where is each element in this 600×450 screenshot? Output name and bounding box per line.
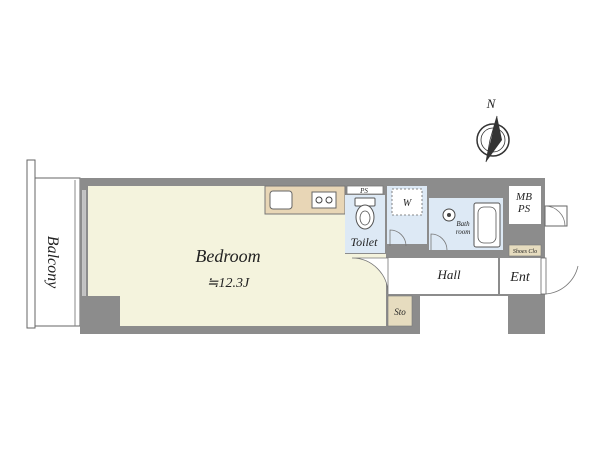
entrance-label: Ent	[509, 270, 531, 285]
storage-label: Sto	[394, 307, 406, 317]
mbps-door-swing	[544, 205, 566, 227]
bath-door-swing	[430, 233, 448, 251]
washer-label: W	[403, 198, 413, 209]
balcony-area	[26, 159, 81, 329]
storage-floor	[387, 295, 413, 327]
bedroom-floor	[88, 186, 386, 326]
washer-door-swing	[389, 229, 407, 247]
hall-label: Hall	[436, 267, 461, 282]
entrance-door-swing	[544, 258, 579, 295]
toilet-label: Toilet	[351, 235, 379, 249]
bathtub-icon	[473, 202, 501, 248]
sink-icon	[269, 190, 293, 210]
kitchen-counter	[264, 185, 346, 215]
bath-label-line2: room	[456, 228, 471, 236]
washer-box	[391, 188, 423, 216]
compass-icon	[476, 115, 510, 163]
entrance-door-panel	[540, 257, 547, 295]
mbps-outer-box	[544, 205, 568, 227]
stove-icon	[311, 191, 337, 209]
mbps-label-line1: MB	[515, 191, 532, 203]
shoes-closet	[508, 244, 542, 257]
ps-small-label: PS	[359, 187, 368, 195]
shoes-label: Shoes Clo	[513, 249, 537, 255]
toilet-icon	[354, 197, 376, 230]
basin-icon	[442, 208, 456, 222]
bedroom-label: Bedroom	[195, 246, 260, 266]
bath-label-line1: Bath	[456, 220, 470, 228]
entrance-floor	[500, 258, 541, 294]
hall-door-swing	[351, 257, 389, 295]
north-label: N	[486, 96, 497, 111]
ps-small-box	[346, 185, 384, 195]
bedroom-area-label: ≒12.3J	[207, 276, 250, 291]
balcony-label: Balcony	[44, 236, 61, 289]
hall-floor	[388, 258, 498, 294]
mbps-label-line2: PS	[517, 203, 531, 215]
mbps-area	[509, 186, 541, 224]
